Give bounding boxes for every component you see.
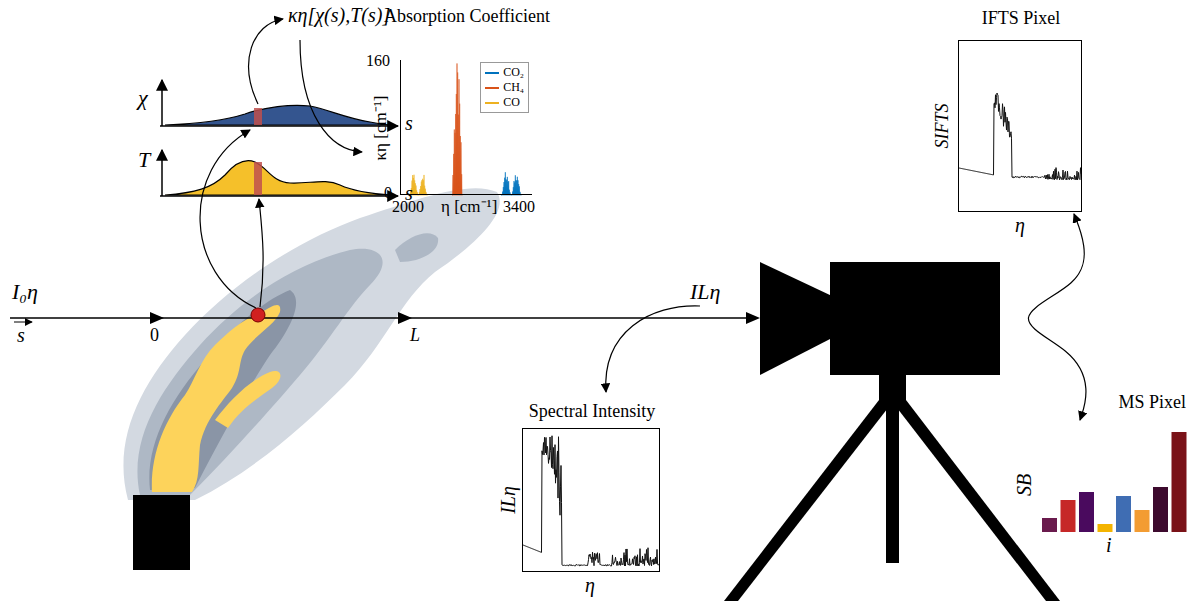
panel-title: MS Pixel [1118,392,1186,413]
axis-label: η [cm⁻¹] [441,198,497,217]
formula-label: κη[χ(s),T(s)] [288,4,390,26]
tripod-leg [724,400,891,601]
legend-text: CO₂ [503,65,524,80]
legend-row: CO₂ [485,65,524,80]
stack [133,495,190,570]
legend-text: CH₄ [503,80,524,95]
plot-curves [409,63,1187,566]
legend-text: CO [503,95,520,110]
band-bar [1079,492,1094,532]
camera-body [830,262,1000,375]
axis-label: SB [1013,474,1035,496]
plot-panel: IFTS Pixel [958,40,1082,212]
leader-arrow [300,40,362,152]
axis-label: T [138,148,150,172]
legend-swatch [485,87,499,89]
axis-label: ILη [497,486,519,514]
tick-label: 160 [366,52,390,70]
legend-swatch [485,102,499,104]
t-profile [165,161,392,195]
axis-label: χ [138,86,148,110]
symbol-label: s [17,324,25,346]
chi-profile [165,105,392,125]
camera-lens [760,262,832,375]
symbol-label: I₀η [12,280,38,304]
legend-swatch [485,72,499,74]
t-slice [254,162,262,195]
legend-row: CO [485,95,524,110]
band-bar [1042,518,1057,532]
bar-panel: MS Pixel [1040,422,1190,532]
axis-label: η [1015,214,1025,236]
axis-label: κη [cm⁻¹] [372,96,391,161]
plot-panel: Absorption CoefficientCO₂CH₄CO [400,60,532,195]
tick-label: 3400 [503,198,535,216]
panel-title: IFTS Pixel [982,8,1061,29]
tick-label: 2000 [392,198,424,216]
axis-label: η [585,574,595,596]
panel-title: Spectral Intensity [529,401,655,422]
legend-box: CO₂CH₄CO [480,62,529,113]
axis-label: SIFTS [933,104,953,149]
plume-mid [137,249,382,495]
axis-label: s [405,112,413,134]
position-label: 0 [150,326,159,346]
chi-axis-y [161,80,163,126]
ifts-spectrum [959,93,1081,180]
plot-panel: Spectral Intensity [522,428,660,572]
plume-upper-patch [395,233,438,262]
chi-axis-s [160,125,398,127]
absorption-spectrum [452,63,462,195]
connector-arrow [1028,214,1086,420]
axis-label: i [1106,534,1112,556]
symbol-label: ILη [690,280,720,304]
absorption-spectrum [501,172,521,195]
beam-arrowhead [150,312,760,324]
band-bar [1172,432,1187,532]
tick-label: 0 [384,184,392,202]
s-direction-arrow [14,322,32,323]
leader-arrow [249,19,283,104]
panel-title: Absorption Coefficient [384,6,550,27]
leader-arrow [259,199,263,307]
band-bar [1098,524,1113,532]
t-axis-s [160,195,398,197]
flame [152,305,281,492]
t-axis-y [161,150,163,196]
plume-outer [123,188,499,500]
leader-arrow [200,130,256,308]
chi-slice [254,108,262,125]
sample-point [251,308,265,322]
band-bar [1135,510,1150,532]
spectral-intensity-curve [523,436,659,566]
band-bar [1061,500,1076,532]
legend-row: CH₄ [485,80,524,95]
leader-arrow [606,306,700,392]
tripod-leg [886,405,899,563]
band-bar [1116,496,1131,532]
tripod-leg [894,400,1060,601]
band-bar [1153,487,1168,532]
position-label: L [410,326,420,346]
